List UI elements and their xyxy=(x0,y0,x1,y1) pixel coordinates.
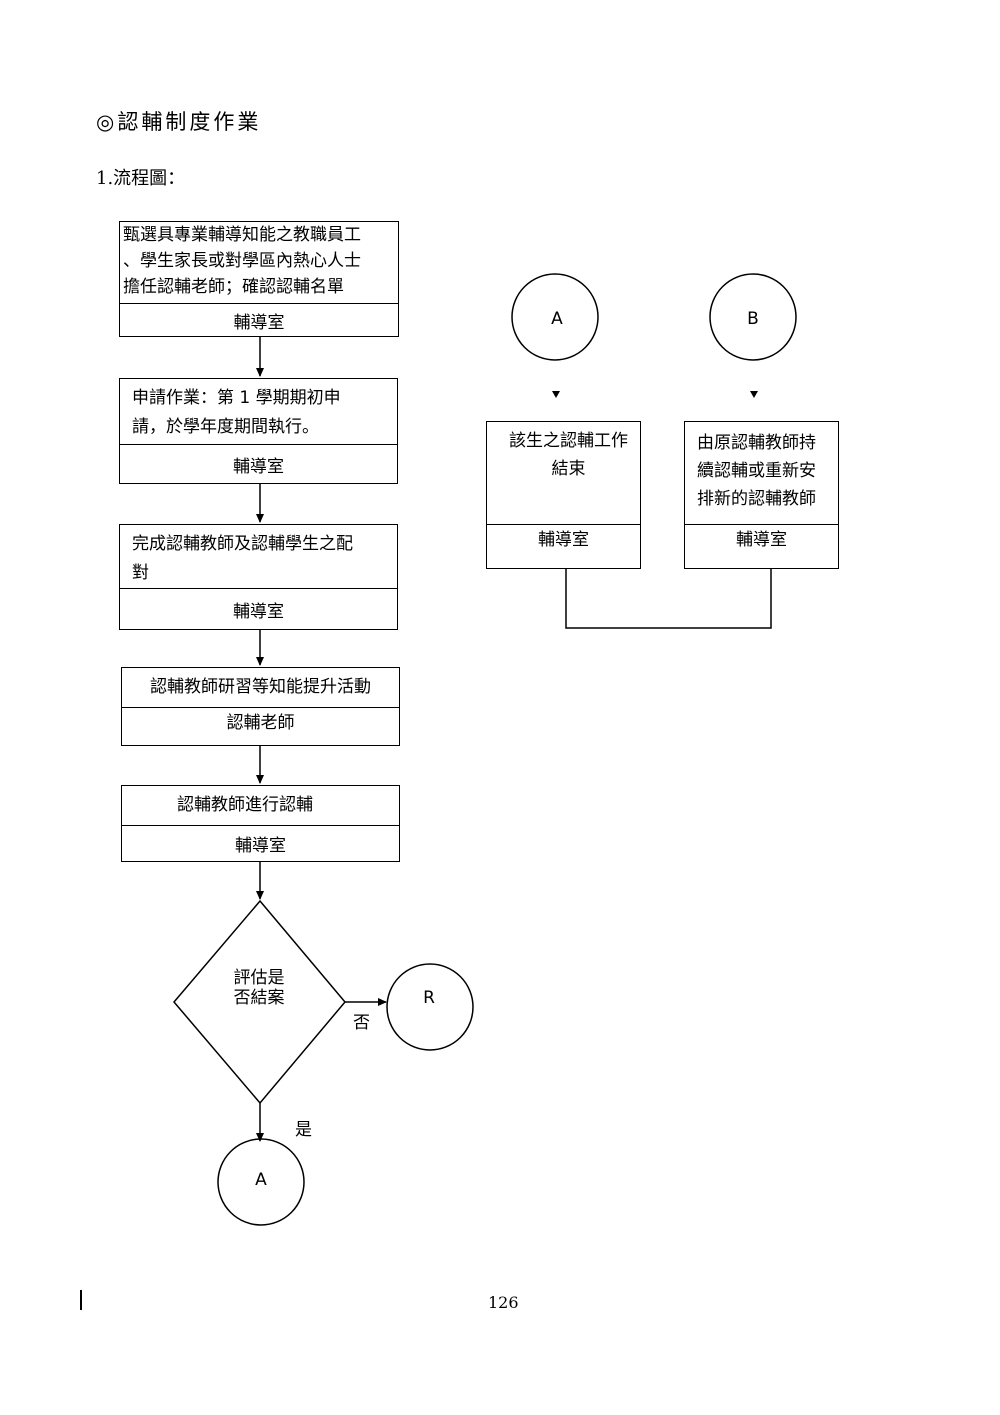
end-b-owner: 輔導室 xyxy=(736,530,787,550)
end-b-box: 由原認輔教師持 續認輔或重新安 排新的認輔教師 輔導室 xyxy=(684,421,839,569)
step1-line: 、學生家長或對學區內熱心人士 xyxy=(123,251,361,271)
decision-no-label: 否 xyxy=(353,1013,370,1033)
step1-box: 甄選具專業輔導知能之教職員工 、學生家長或對學區內熱心人士 擔任認輔老師；確認認… xyxy=(119,221,399,337)
step3-line: 完成認輔教師及認輔學生之配 xyxy=(132,534,353,554)
connector-circle-a-bottom xyxy=(217,1138,305,1226)
step5-box: 認輔教師進行認輔 輔導室 xyxy=(121,785,400,862)
step1-line: 擔任認輔老師；確認認輔名單 xyxy=(123,277,344,297)
connector-a-top-label: A xyxy=(551,309,563,329)
connector-r-label: R xyxy=(423,988,435,1008)
connector-circle-b-top xyxy=(709,273,797,361)
step4-line: 認輔教師研習等知能提升活動 xyxy=(150,677,371,697)
step4-text: 認輔教師研習等知能提升活動 xyxy=(122,668,399,708)
decision-line: 評估是 xyxy=(233,968,285,988)
connector-circle-r xyxy=(386,963,474,1051)
end-a-owner: 輔導室 xyxy=(538,530,589,550)
step5-line: 認輔教師進行認輔 xyxy=(177,795,313,815)
step2-line: 請，於學年度期間執行。 xyxy=(132,417,319,437)
step2-box: 申請作業：第 1 學期期初申 請，於學年度期間執行。 輔導室 xyxy=(119,378,398,484)
page-number: 126 xyxy=(488,1293,519,1312)
step2-owner: 輔導室 xyxy=(233,456,284,477)
step1-line: 甄選具專業輔導知能之教職員工 xyxy=(123,225,361,245)
connector-circle-a-top xyxy=(511,273,599,361)
section-heading: ◎認輔制度作業 xyxy=(96,110,262,134)
end-b-line: 排新的認輔教師 xyxy=(697,489,816,509)
step2-text: 申請作業：第 1 學期期初申 請，於學年度期間執行。 xyxy=(120,379,397,445)
step4-owner: 認輔老師 xyxy=(226,713,295,733)
end-a-line: 結束 xyxy=(551,459,586,479)
step5-text: 認輔教師進行認輔 xyxy=(122,786,399,826)
decision-yes-label: 是 xyxy=(295,1120,312,1140)
decision-label: 評估是 否結案 xyxy=(234,968,285,1008)
step3-line: 對 xyxy=(132,563,149,583)
end-b-text: 由原認輔教師持 續認輔或重新安 排新的認輔教師 xyxy=(685,422,838,525)
step3-box: 完成認輔教師及認輔學生之配 對 輔導室 xyxy=(119,524,398,630)
arrowhead-b-top xyxy=(750,391,758,398)
end-a-line: 該生之認輔工作 xyxy=(509,431,628,451)
end-b-line: 由原認輔教師持 xyxy=(697,433,816,453)
step3-owner: 輔導室 xyxy=(233,601,284,622)
connector-a-bottom-label: A xyxy=(255,1170,267,1190)
step1-owner: 輔導室 xyxy=(233,312,285,333)
decision-line: 否結案 xyxy=(233,988,285,1008)
step3-text: 完成認輔教師及認輔學生之配 對 xyxy=(120,525,397,589)
step5-owner: 輔導室 xyxy=(235,836,286,856)
merge-line xyxy=(565,568,772,629)
connector-b-top-label: B xyxy=(747,309,759,329)
margin-bar xyxy=(80,1290,82,1310)
arrowhead-a-top xyxy=(552,391,560,398)
end-a-box: 該生之認輔工作 結束 輔導室 xyxy=(486,421,641,569)
end-a-text: 該生之認輔工作 結束 xyxy=(487,422,640,525)
end-b-line: 續認輔或重新安 xyxy=(697,461,816,481)
step4-box: 認輔教師研習等知能提升活動 認輔老師 xyxy=(121,667,400,746)
flowchart-subheading: 1.流程圖： xyxy=(96,168,186,189)
step1-text: 甄選具專業輔導知能之教職員工 、學生家長或對學區內熱心人士 擔任認輔老師；確認認… xyxy=(120,222,398,304)
step2-line: 申請作業：第 1 學期期初申 xyxy=(132,388,341,408)
